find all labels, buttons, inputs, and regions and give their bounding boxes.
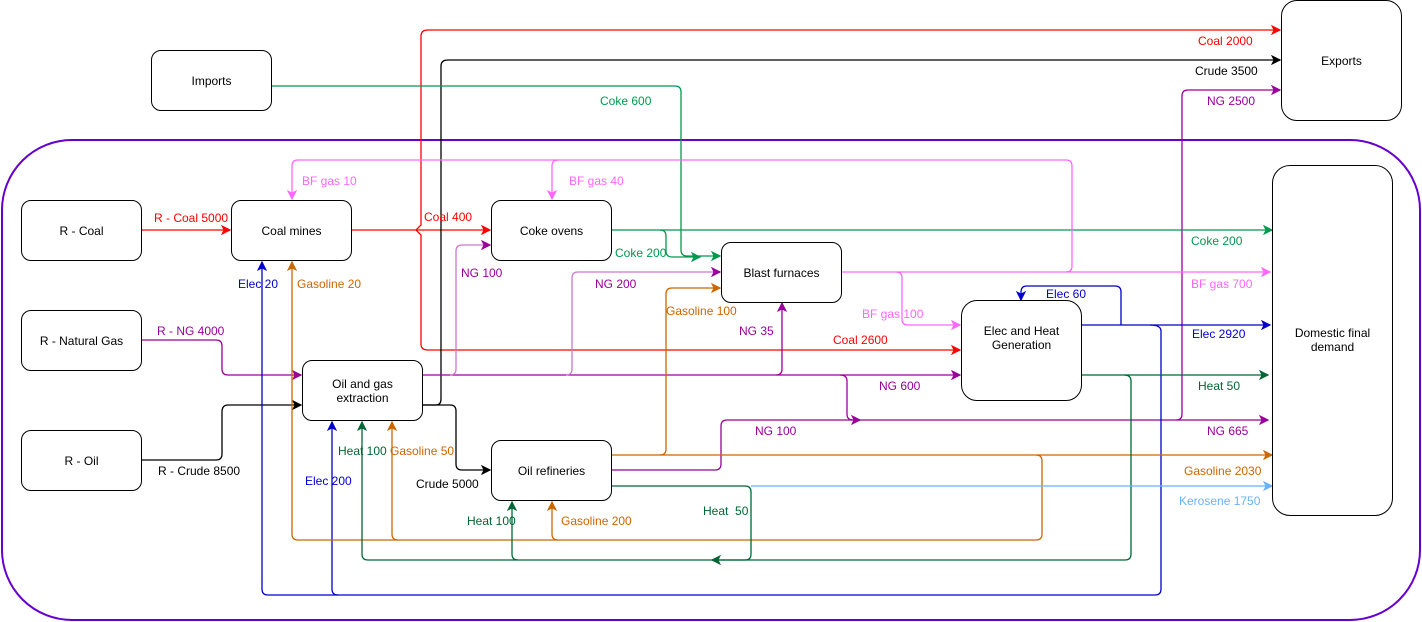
label-coke-600: Coke 600 (600, 94, 652, 108)
flow-gasoline-50 (386, 420, 399, 541)
label-heat-50-ref: Heat 50 (703, 504, 749, 518)
node-imports[interactable]: Imports (151, 50, 272, 111)
flow-ng-2500 (1175, 84, 1282, 421)
node-exports-label: Exports (1321, 53, 1362, 68)
label-heat-100-ext: Heat 100 (338, 444, 387, 458)
domestic-boundary (1, 139, 1421, 621)
flow-elec-loop (256, 260, 1162, 596)
flow-bfgas-40 (546, 159, 559, 201)
node-exports[interactable]: Exports (1281, 0, 1402, 121)
label-coal-400: Coal 400 (424, 210, 473, 224)
flow-ng-200 (565, 266, 722, 376)
node-coal-mines-label: Coal mines (261, 223, 322, 238)
node-r-coal-label: R - Coal (59, 223, 104, 238)
flow-coke-200-bf (659, 229, 702, 263)
flow-heat-100-ref (506, 500, 519, 561)
node-r-oil-label: R - Oil (64, 453, 99, 468)
flow-gasoline-200 (546, 500, 559, 541)
label-crude-3500: Crude 3500 (1195, 64, 1258, 78)
label-bfgas-100: BF gas 100 (862, 307, 924, 321)
node-coke-ovens-label: Coke ovens (519, 223, 584, 238)
label-ng-35: NG 35 (739, 324, 774, 338)
flow-gasoline-100 (659, 282, 722, 456)
flow-coke-600 (272, 85, 722, 262)
node-oil-refineries-label: Oil refineries (517, 463, 586, 478)
label-gasoline-200: Gasoline 200 (561, 514, 632, 528)
label-coke-200-bf: Coke 200 (615, 246, 667, 260)
node-blast-furnaces[interactable]: Blast furnaces (721, 242, 842, 303)
label-elec-200: Elec 200 (305, 474, 352, 488)
flow-heat-loop (356, 374, 1132, 561)
label-ng-2500: NG 2500 (1207, 94, 1256, 108)
flow-elec-60 (1015, 285, 1122, 325)
label-r-crude-8500: R - Crude 8500 (158, 464, 241, 478)
label-gasoline-20: Gasoline 20 (297, 277, 362, 291)
flow-ng-100-coke (449, 239, 492, 376)
label-ng-600: NG 600 (879, 379, 921, 393)
node-blast-furnaces-label: Blast furnaces (743, 265, 820, 280)
flow-crude-5000 (422, 404, 492, 476)
node-imports-label: Imports (191, 73, 232, 88)
label-bfgas-40: BF gas 40 (569, 174, 624, 188)
label-r-ng-4000: R - NG 4000 (157, 324, 225, 338)
flow-heat-50-ref (612, 485, 752, 566)
node-domestic-final-demand[interactable]: Domestic final demand (1272, 165, 1393, 516)
label-elec-60: Elec 60 (1046, 287, 1087, 301)
node-domestic-final-demand-label: Domestic final demand (1294, 326, 1371, 354)
node-r-natural-gas[interactable]: R - Natural Gas (21, 310, 142, 371)
label-gasoline-2030: Gasoline 2030 (1184, 464, 1262, 478)
flow-ng-35 (775, 301, 788, 376)
label-elec-20: Elec 20 (238, 277, 279, 291)
flow-coal-2000 (415, 24, 1282, 231)
flow-coal-2600 (415, 229, 962, 356)
node-coke-ovens[interactable]: Coke ovens (491, 200, 612, 261)
node-coal-mines[interactable]: Coal mines (231, 200, 352, 261)
label-crude-5000: Crude 5000 (416, 477, 479, 491)
flow-gasoline-loop (286, 260, 1043, 541)
node-oil-gas-extraction[interactable]: Oil and gas extraction (302, 360, 423, 421)
node-r-natural-gas-label: R - Natural Gas (39, 333, 124, 348)
label-bfgas-10: BF gas 10 (302, 174, 357, 188)
flow-elec-200 (326, 420, 339, 596)
label-gasoline-50: Gasoline 50 (390, 444, 455, 458)
label-ng-200: NG 200 (595, 277, 637, 291)
flow-r-ng (142, 339, 303, 381)
label-ng-665: NG 665 (1207, 424, 1249, 438)
label-ng-100-coke: NG 100 (461, 266, 503, 280)
flow-ng-100-ref (612, 414, 862, 471)
label-gasoline-100: Gasoline 100 (666, 304, 737, 318)
label-coke-200-dom: Coke 200 (1191, 234, 1243, 248)
node-r-coal[interactable]: R - Coal (21, 200, 142, 261)
label-heat-50-dom: Heat 50 (1198, 379, 1241, 393)
label-coal-2000: Coal 2000 (1198, 34, 1253, 48)
label-r-coal-5000: R - Coal 5000 (154, 211, 229, 225)
label-heat-100-ref: Heat 100 (467, 514, 516, 528)
flow-bfgas-loop (286, 159, 1073, 273)
label-ng-100-ref: NG 100 (755, 424, 797, 438)
label-coal-2600: Coal 2600 (833, 333, 888, 347)
flow-r-crude (142, 399, 303, 461)
label-kerosene-1750: Kerosene 1750 (1179, 494, 1261, 508)
label-bfgas-700: BF gas 700 (1191, 277, 1253, 291)
node-elec-heat-generation-label: Elec and Heat Generation (983, 323, 1060, 352)
node-r-oil[interactable]: R - Oil (21, 430, 142, 491)
node-oil-gas-extraction-label: Oil and gas extraction (332, 376, 393, 405)
node-oil-refineries[interactable]: Oil refineries (491, 440, 612, 501)
node-elec-heat-generation[interactable]: Elec and Heat Generation (961, 300, 1082, 401)
flow-bfgas-100 (895, 271, 962, 331)
label-elec-2920: Elec 2920 (1192, 327, 1246, 341)
